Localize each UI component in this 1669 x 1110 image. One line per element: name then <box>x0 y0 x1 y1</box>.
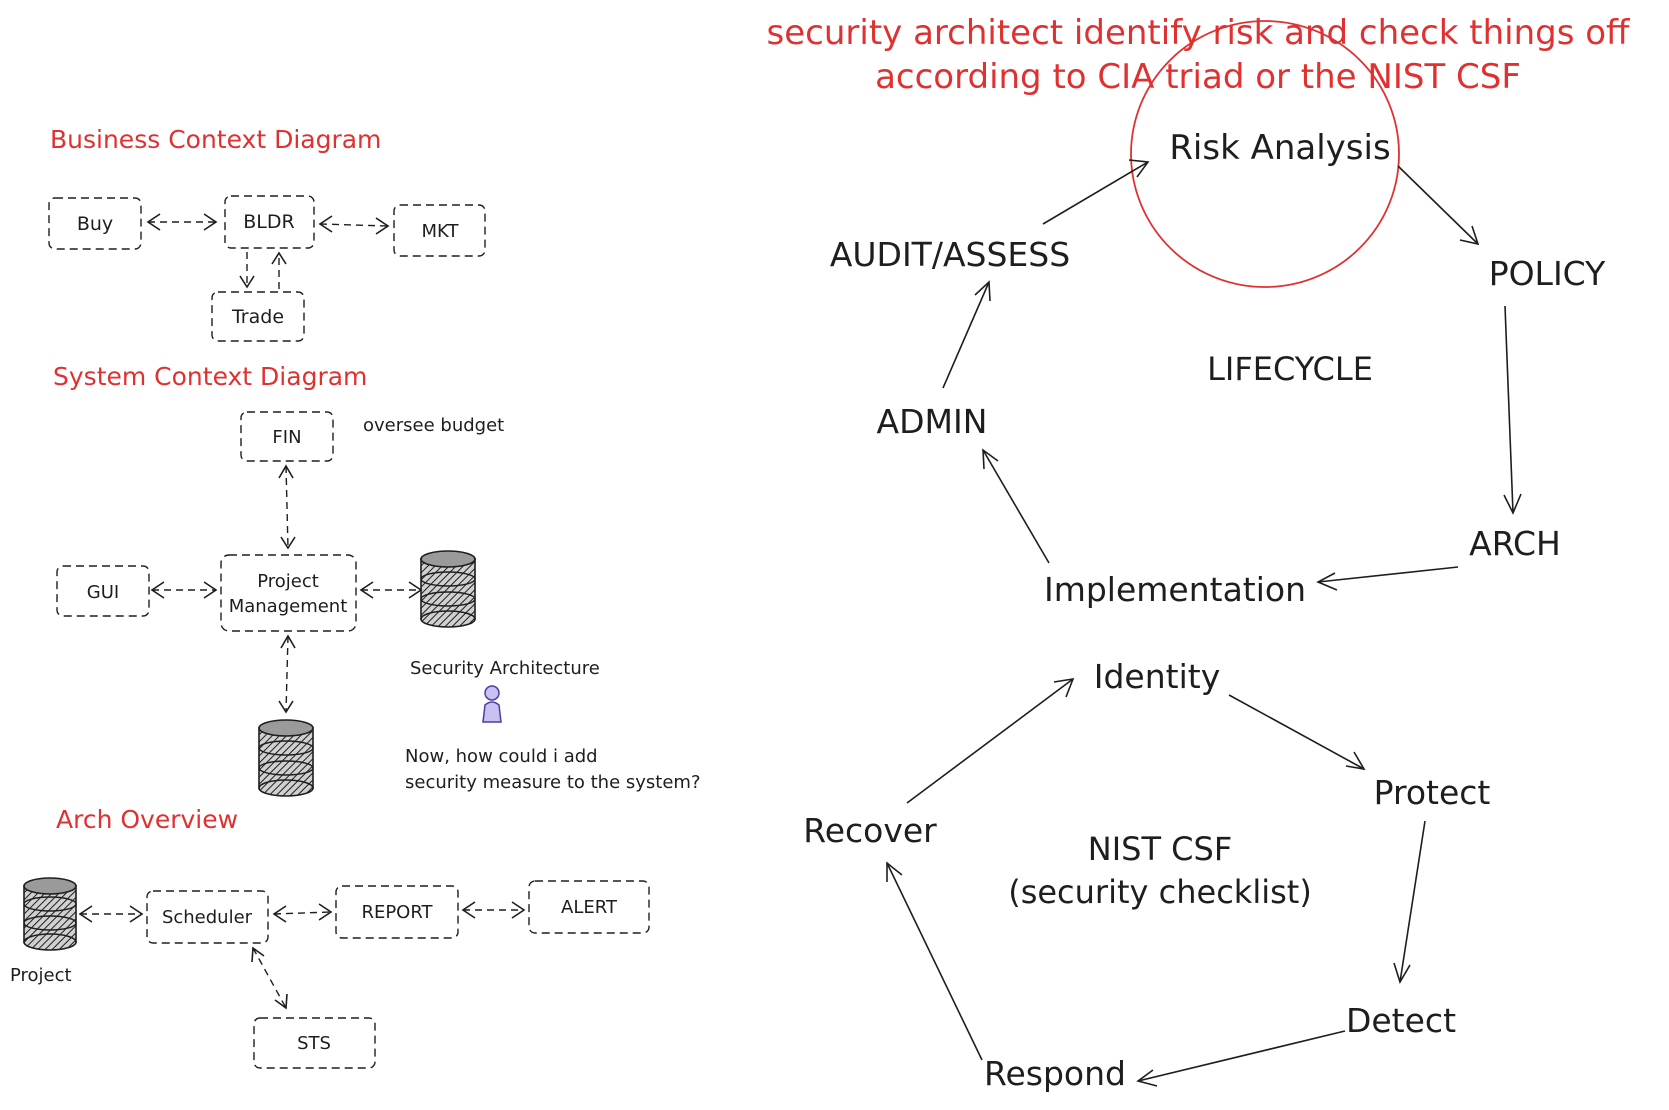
protect-to-detect-arrow <box>1393 820 1426 984</box>
respond-to-recover-arrow <box>886 861 983 1061</box>
fin-note: oversee budget <box>363 415 504 436</box>
nist-step-identity[interactable]: Identity <box>1094 657 1220 696</box>
project-management-node[interactable] <box>220 554 357 632</box>
sts-label: STS <box>297 1033 331 1054</box>
fin-node[interactable] <box>240 411 334 462</box>
lifecycle-step-arch[interactable]: ARCH <box>1469 524 1561 563</box>
scheduler-report-connector <box>272 903 333 923</box>
implementation-to-admin-arrow <box>982 448 1050 564</box>
report-alert-connector <box>461 901 526 919</box>
nist-csf-diagram: NIST CSF (security checklist) Identity P… <box>803 657 1490 1093</box>
security-lifecycle-diagram: LIFECYCLE Risk Analysis POLICY ARCH Impl… <box>830 128 1606 609</box>
mkt-label: MKT <box>422 221 460 242</box>
annotation-line-2: according to CIA triad or the NIST CSF <box>875 57 1521 97</box>
bldr-label: BLDR <box>243 211 294 233</box>
scheduler-label: Scheduler <box>162 907 253 928</box>
recover-to-identity-arrow <box>906 677 1075 804</box>
lifecycle-step-policy[interactable]: POLICY <box>1489 254 1606 293</box>
gui-pm-connector <box>150 581 218 599</box>
alert-label: ALERT <box>561 897 618 918</box>
project-management-label-line2: Management <box>229 596 348 617</box>
pm-database-connector <box>359 581 423 599</box>
pm-bottom-database-connector <box>278 634 296 714</box>
scheduler-sts-connector <box>251 946 288 1010</box>
system-context-diagram: System Context Diagram FIN oversee budge… <box>53 362 701 797</box>
lifecycle-step-risk-analysis[interactable]: Risk Analysis <box>1169 128 1390 168</box>
lifecycle-step-implementation[interactable]: Implementation <box>1044 570 1306 609</box>
business-context-diagram: Business Context Diagram Buy BLDR MKT Tr… <box>48 125 486 342</box>
db-scheduler-connector <box>78 905 144 923</box>
nist-step-respond[interactable]: Respond <box>984 1054 1126 1093</box>
arch-overview-diagram: Arch Overview Project Scheduler REPORT A… <box>10 805 650 1069</box>
trade-bldr-connector <box>271 251 287 289</box>
nist-step-detect[interactable]: Detect <box>1346 1001 1456 1040</box>
buy-label: Buy <box>77 213 113 235</box>
identity-to-protect-arrow <box>1228 694 1366 771</box>
security-question-line2: security measure to the system? <box>405 772 701 793</box>
gui-label: GUI <box>87 582 119 603</box>
annotation-line-1: security architect identify risk and che… <box>767 13 1632 53</box>
business-context-title: Business Context Diagram <box>50 125 381 154</box>
lifecycle-center-label: LIFECYCLE <box>1207 350 1373 388</box>
report-label: REPORT <box>361 902 433 923</box>
lifecycle-step-audit-assess[interactable]: AUDIT/ASSESS <box>830 235 1070 274</box>
bldr-trade-connector <box>239 252 255 289</box>
risk-highlight-circle <box>1130 20 1400 288</box>
trade-node[interactable] <box>211 291 305 342</box>
person-icon <box>482 685 502 723</box>
database-icon <box>420 550 476 628</box>
alert-node[interactable] <box>528 880 650 934</box>
gui-node[interactable] <box>56 565 150 617</box>
detect-to-respond-arrow <box>1136 1030 1346 1087</box>
trade-label: Trade <box>231 306 284 328</box>
lifecycle-step-admin[interactable]: ADMIN <box>877 402 988 441</box>
sts-node[interactable] <box>253 1017 376 1069</box>
fin-pm-connector <box>278 464 296 550</box>
scheduler-node[interactable] <box>146 890 269 944</box>
buy-node[interactable] <box>48 197 142 250</box>
risk-to-policy-arrow <box>1397 165 1480 246</box>
policy-to-arch-arrow <box>1503 305 1522 515</box>
nist-step-recover[interactable]: Recover <box>803 811 937 850</box>
project-database-label: Project <box>10 965 72 986</box>
system-context-title: System Context Diagram <box>53 362 367 391</box>
arch-overview-title: Arch Overview <box>56 805 238 834</box>
risk-annotation: security architect identify risk and che… <box>767 13 1632 288</box>
project-management-label-line1: Project <box>257 571 319 592</box>
nist-center-line2: (security checklist) <box>1008 873 1312 911</box>
buy-bldr-connector <box>146 213 218 231</box>
security-architecture-label: Security Architecture <box>410 658 600 679</box>
nist-center-line1: NIST CSF <box>1088 830 1232 868</box>
fin-label: FIN <box>272 427 301 448</box>
mkt-node[interactable] <box>393 204 486 257</box>
bldr-node[interactable] <box>224 195 315 249</box>
report-node[interactable] <box>335 885 459 939</box>
bldr-mkt-connector <box>318 215 390 235</box>
security-question-line1: Now, how could i add <box>405 746 598 767</box>
admin-to-audit-arrow <box>942 280 991 389</box>
audit-to-risk-arrow <box>1042 159 1150 225</box>
arch-to-implementation-arrow <box>1316 566 1459 591</box>
nist-step-protect[interactable]: Protect <box>1374 773 1491 812</box>
database-icon <box>23 877 77 951</box>
database-icon <box>258 719 314 797</box>
